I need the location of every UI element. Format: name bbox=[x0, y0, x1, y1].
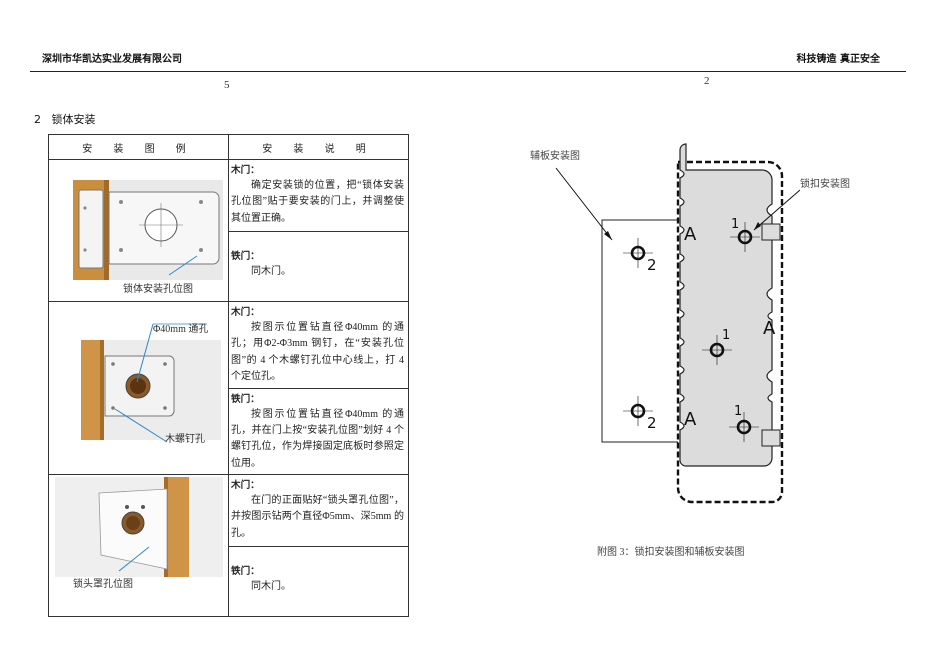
auxiliary-plate-outline bbox=[601, 219, 683, 443]
lock-cover-template-label: 锁头罩孔位图 bbox=[73, 579, 133, 590]
installation-table: 安 装 图 例 安 装 说 明 bbox=[48, 134, 409, 617]
iron-door-text: 按图示位置钻直径Φ40mm 的通孔，并在门上按“安装孔位图”划好 4 个螺钉孔位… bbox=[231, 408, 404, 469]
lock-body-template-image bbox=[73, 180, 223, 280]
lock-body-template-label: 锁体安装孔位图 bbox=[123, 284, 193, 295]
iron-door-instruction: 铁门： 同木门。 bbox=[228, 545, 409, 617]
slogan: 科技铸造 真正安全 bbox=[796, 54, 880, 65]
number-1-top: 1 bbox=[731, 217, 739, 232]
wood-door-title: 木门： bbox=[231, 307, 260, 318]
strike-plate-label: 锁扣安装图 bbox=[800, 179, 850, 190]
iron-door-instruction: 铁门： 按图示位置钻直径Φ40mm 的通孔，并在门上按“安装孔位图”划好 4 个… bbox=[228, 387, 409, 475]
iron-door-instruction: 铁门： 同木门。 bbox=[228, 230, 409, 302]
col-header-illustration: 安 装 图 例 bbox=[48, 134, 229, 160]
wood-door-text: 确定安装锁的位置，把“锁体安装孔位图”贴于要安装的门上，并调整使其位置正确。 bbox=[231, 180, 404, 224]
company-name: 深圳市华凯达实业发展有限公司 bbox=[42, 54, 182, 65]
wood-door-instruction: 木门： 确定安装锁的位置，把“锁体安装孔位图”贴于要安装的门上，并调整使其位置正… bbox=[228, 159, 409, 232]
hole-1-bottom bbox=[729, 412, 759, 442]
iron-door-title: 铁门： bbox=[231, 250, 260, 262]
wood-screw-hole-label: 木螺钉孔 bbox=[165, 434, 205, 445]
hole-2-top bbox=[623, 238, 653, 268]
table-row: 铁门： 同木门。 bbox=[49, 545, 409, 617]
figure-caption: 附图 3：锁扣安装图和辅板安装图 bbox=[597, 547, 745, 558]
table-row: 锁头罩孔位图 木门： 在门的正面贴好“锁头罩孔位图”，并按图示钻两个直径Φ5mm… bbox=[48, 474, 409, 617]
number-1-bottom: 1 bbox=[734, 404, 742, 419]
section-number: 2 bbox=[34, 113, 41, 126]
leader-line bbox=[168, 255, 198, 276]
illustration-cell: 锁体安装孔位图 bbox=[48, 159, 229, 302]
number-2-bottom: 2 bbox=[647, 414, 657, 432]
strike-plate-body bbox=[679, 143, 773, 467]
header-rule bbox=[30, 71, 906, 72]
strike-plate-figure: A A A 1 1 1 2 2 bbox=[555, 143, 800, 504]
wood-door-instruction: 木门： 按图示位置钻直径Φ40mm 的通孔；用Φ2-Φ3mm 钢钉，在“安装孔位… bbox=[228, 301, 409, 389]
letter-a-1: A bbox=[684, 224, 697, 245]
iron-door-text: 同木门。 bbox=[251, 265, 291, 277]
wood-door-title: 木门： bbox=[231, 165, 260, 176]
through-hole-label: Φ40mm 通孔 bbox=[153, 324, 209, 335]
letter-a-3: A bbox=[684, 409, 697, 430]
table-header-row: 安 装 图 例 安 装 说 明 bbox=[48, 134, 409, 160]
drilled-door-image bbox=[81, 340, 221, 440]
iron-door-title: 铁门： bbox=[231, 565, 260, 577]
lock-cover-template-image bbox=[55, 477, 223, 577]
section-title: 锁体安装 bbox=[51, 113, 96, 126]
number-1-mid: 1 bbox=[722, 328, 730, 343]
letter-a-2: A bbox=[763, 318, 776, 339]
table-row: Φ40mm 通孔 木螺钉孔 木门： 按图示位置钻直径Φ40mm 的通孔；用Φ2-… bbox=[48, 301, 409, 475]
col-header-instructions: 安 装 说 明 bbox=[228, 134, 409, 160]
table-row: 铁门： 按图示位置钻直径Φ40mm 的通孔，并在门上按“安装孔位图”划好 4 个… bbox=[49, 387, 409, 475]
iron-door-text: 同木门。 bbox=[251, 580, 291, 592]
iron-door-title: 铁门： bbox=[231, 393, 260, 405]
wood-door-text: 在门的正面贴好“锁头罩孔位图”，并按图示钻两个直径Φ5mm、深5mm 的孔。 bbox=[231, 495, 404, 539]
hole-2-bottom bbox=[623, 396, 653, 426]
leader-lines bbox=[114, 323, 207, 443]
illustration-cell: 锁头罩孔位图 bbox=[48, 474, 229, 617]
strike-pointer bbox=[753, 189, 800, 231]
section-heading: 2 锁体安装 bbox=[34, 111, 96, 127]
number-2-top: 2 bbox=[647, 256, 657, 274]
plate-pointer bbox=[555, 167, 613, 241]
leader-line bbox=[118, 546, 150, 572]
table-row: 锁体安装孔位图 木门： 确定安装锁的位置，把“锁体安装孔位图”贴于要安装的门上，… bbox=[48, 159, 409, 302]
page-number-right: 2 bbox=[704, 75, 710, 87]
page-number-left: 5 bbox=[224, 79, 230, 91]
hole-1-mid bbox=[702, 335, 732, 365]
wood-door-instruction: 木门： 在门的正面贴好“锁头罩孔位图”，并按图示钻两个直径Φ5mm、深5mm 的… bbox=[228, 474, 409, 547]
illustration-cell: Φ40mm 通孔 木螺钉孔 bbox=[48, 301, 229, 475]
wood-door-title: 木门： bbox=[231, 480, 260, 491]
wood-door-text: 按图示位置钻直径Φ40mm 的通孔；用Φ2-Φ3mm 钢钉，在“安装孔位图”的 … bbox=[231, 322, 404, 383]
auxiliary-plate-label: 辅板安装图 bbox=[530, 151, 580, 162]
hole-1-top bbox=[730, 222, 760, 252]
